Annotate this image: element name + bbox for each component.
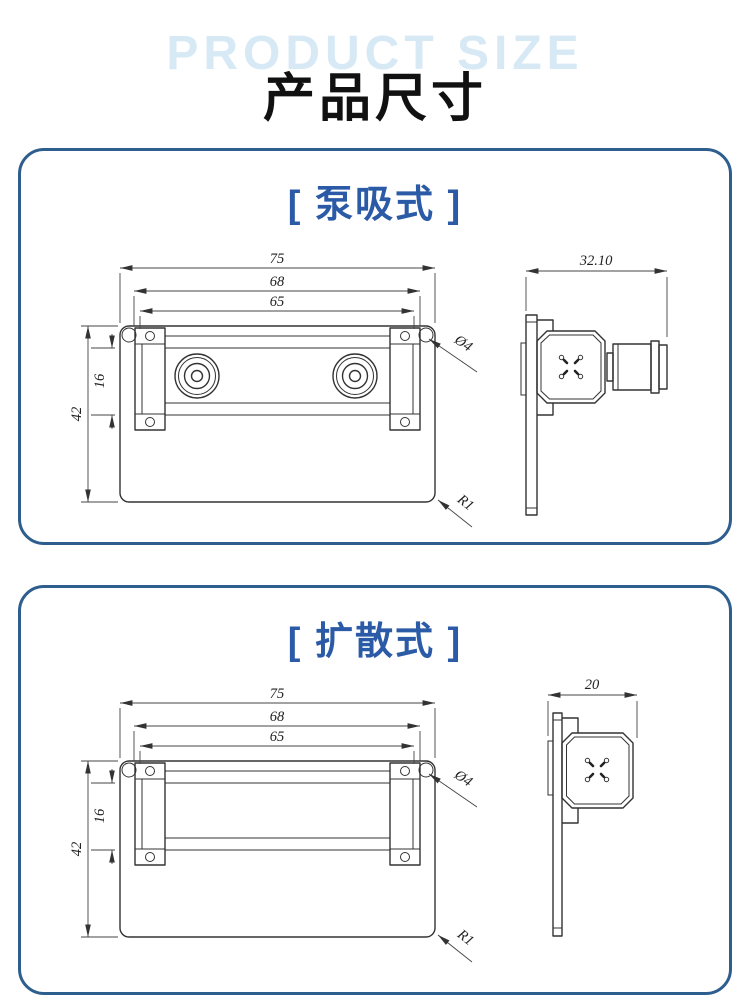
pump-side-dimensions: 32.10: [525, 253, 668, 337]
dim-label-radius: R1: [453, 491, 476, 514]
dim-label-75: 75: [270, 686, 285, 702]
diffusion-sensor-pins: [584, 757, 610, 783]
dim-label-42: 42: [69, 842, 85, 857]
dim-label-75: 75: [270, 251, 285, 267]
diffusion-side-view: [547, 712, 634, 937]
diffusion-side-dimensions: 20: [547, 677, 638, 738]
diffusion-front-dimensions: 75 68 65 42 16 Ø4 R1: [69, 686, 478, 963]
pump-side-view: [520, 314, 668, 516]
dim-label-42: 42: [69, 407, 85, 422]
page-header: PRODUCT SIZE 产品尺寸: [0, 0, 750, 140]
dim-label-65: 65: [270, 294, 285, 310]
dim-label-68: 68: [270, 709, 285, 725]
diffusion-type-dimension-drawing: 75 68 65 42 16 Ø4 R1: [69, 677, 638, 963]
dim-label-depth: 20: [585, 677, 600, 693]
pump-sensor-pins: [558, 354, 584, 380]
dim-label-68: 68: [270, 274, 285, 290]
pump-left-knob: [174, 353, 220, 399]
pump-right-knob: [332, 353, 378, 399]
pump-type-dimension-drawing: 75 68 65 42 16 Ø4 R1: [69, 251, 668, 528]
panel-diffusion-type: [ 扩散式 ]: [18, 585, 732, 995]
dim-label-radius: R1: [453, 926, 476, 949]
panel-pump-title: [ 泵吸式 ]: [287, 184, 463, 226]
dim-label-hole: Ø4: [451, 767, 475, 791]
pump-front-view: [119, 325, 436, 503]
dim-label-16: 16: [92, 373, 108, 388]
dim-label-depth: 32.10: [579, 253, 613, 269]
page-title: 产品尺寸: [262, 70, 487, 128]
diffusion-front-view: [119, 760, 436, 938]
watermark-text: PRODUCT SIZE: [166, 27, 584, 80]
panel-diffusion-title: [ 扩散式 ]: [287, 621, 463, 663]
dim-label-65: 65: [270, 729, 285, 745]
dim-label-16: 16: [92, 808, 108, 823]
pump-front-dimensions: 75 68 65 42 16 Ø4 R1: [69, 251, 478, 528]
dim-label-hole: Ø4: [451, 332, 475, 356]
